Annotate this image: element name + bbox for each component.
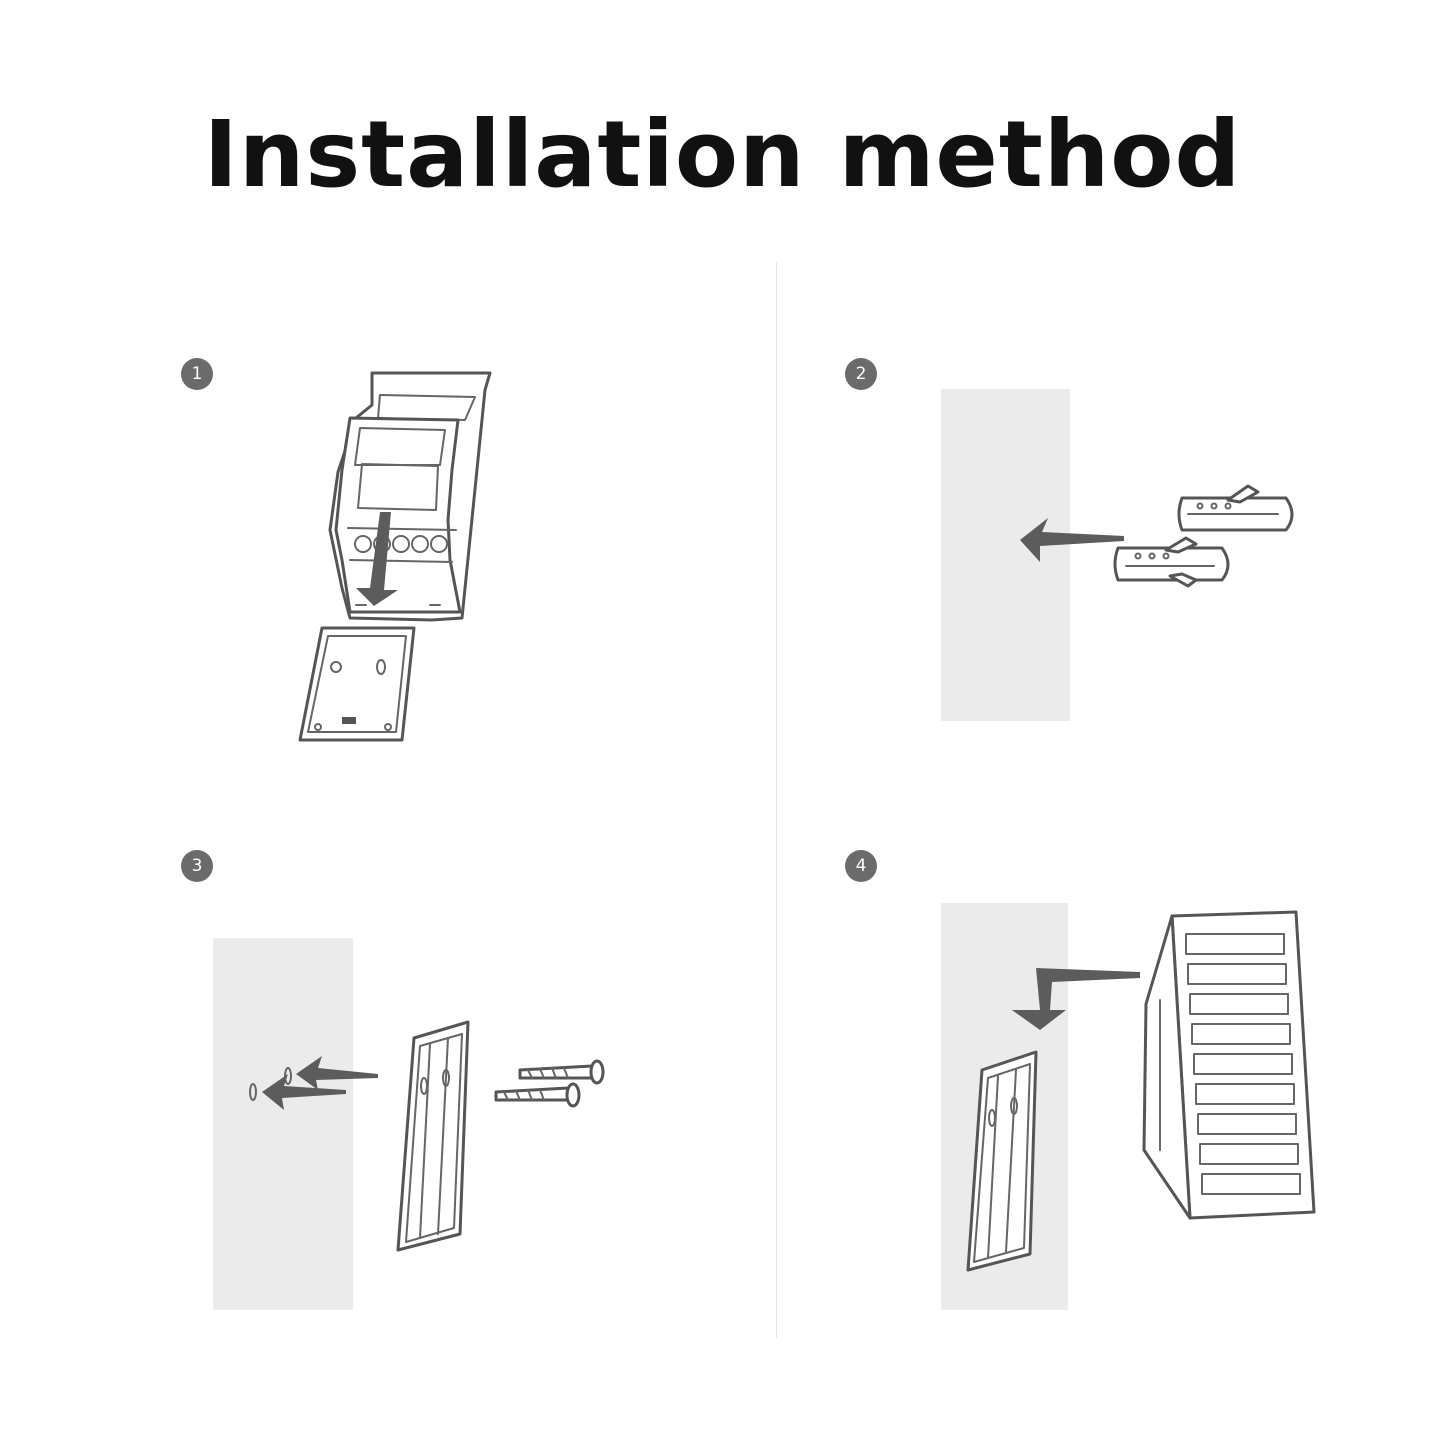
step-2-badge: 2	[845, 358, 877, 390]
step-1-badge: 1	[181, 358, 213, 390]
wall-panel-2	[941, 389, 1070, 721]
step-3-badge: 3	[181, 850, 213, 882]
page-title: Installation method	[203, 101, 1242, 208]
step-4-badge: 4	[845, 850, 877, 882]
wall-panel-3	[213, 938, 353, 1310]
vertical-divider	[776, 262, 777, 1338]
